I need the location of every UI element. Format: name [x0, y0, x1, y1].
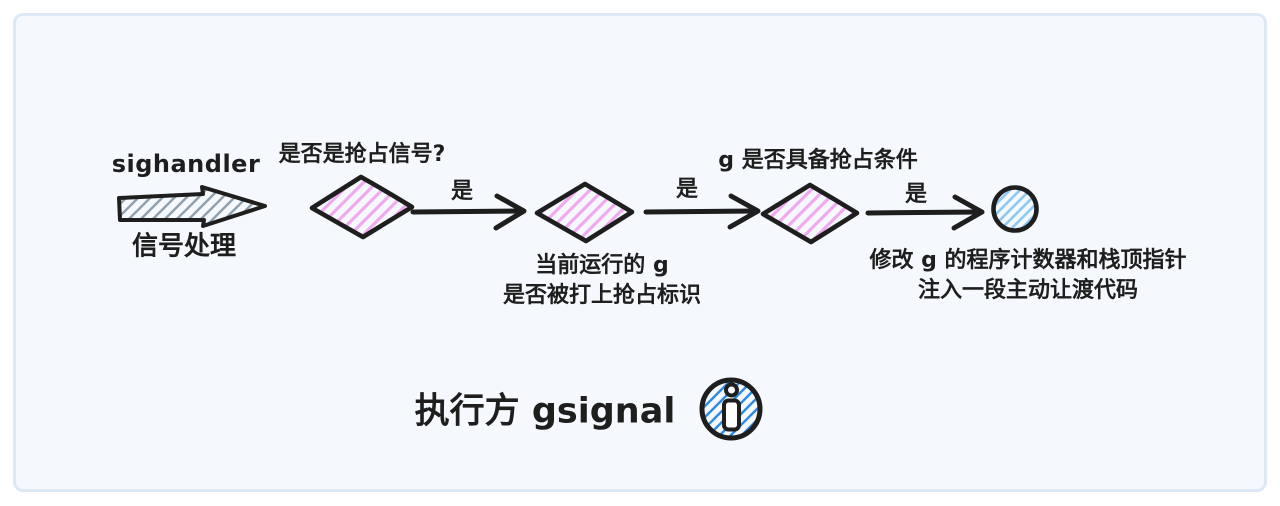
edge-2-label: 是 — [675, 177, 699, 202]
decision-diamond-1 — [309, 174, 415, 240]
question-3-label: g 是否具备抢占条件 — [718, 148, 918, 173]
source-label: sighandler — [111, 150, 261, 178]
end-circle — [991, 185, 1039, 233]
flow-arrow-2 — [643, 193, 761, 230]
flow-arrow-1 — [410, 193, 527, 231]
result-line2: 注入一段主动让渡代码 — [917, 278, 1139, 303]
question-1-label: 是否是抢占信号? — [278, 142, 446, 167]
flow-arrow-3 — [865, 194, 985, 231]
source-block-arrow — [117, 185, 267, 228]
diagram-title: 执行方 gsignal — [414, 391, 676, 432]
info-icon — [699, 377, 763, 441]
whiteboard-panel — [13, 13, 1267, 492]
result-label: 修改 g 的程序计数器和栈顶指针 注入一段主动让渡代码 — [869, 246, 1186, 306]
source-caption: 信号处理 — [131, 231, 237, 262]
edge-1-label: 是 — [450, 179, 474, 204]
edge-3-label: 是 — [904, 182, 928, 207]
decision-diamond-3 — [760, 182, 860, 245]
decision-diamond-2 — [534, 181, 635, 244]
question-2-line2: 是否被打上抢占标识 — [502, 283, 702, 308]
question-2-line1: 当前运行的 g — [535, 253, 669, 278]
question-2-label: 当前运行的 g 是否被打上抢占标识 — [503, 251, 701, 311]
result-line1: 修改 g 的程序计数器和栈顶指针 — [869, 248, 1187, 273]
